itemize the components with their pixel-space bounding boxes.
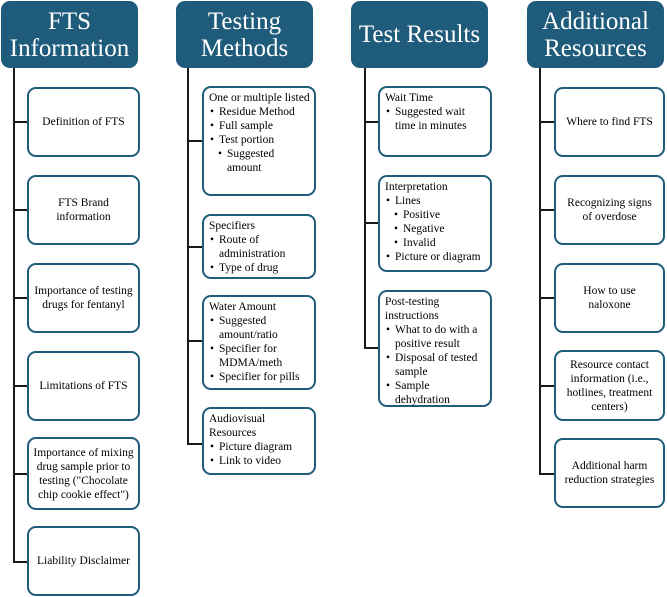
connector-branch	[13, 121, 27, 123]
connector-branch	[539, 297, 554, 299]
list-item: Picture or diagram	[385, 250, 486, 264]
connector-branch	[539, 209, 554, 211]
list-item: Positive	[393, 208, 486, 222]
connector-branch	[364, 121, 378, 123]
fts-item-label: Liability Disclaimer	[37, 555, 130, 567]
header-fts-information: FTS Information	[1, 1, 138, 68]
list-item: Invalid	[393, 236, 486, 250]
results-group-wait-time: Wait Time Suggested wait time in minutes	[378, 86, 492, 157]
connector-branch	[187, 340, 202, 342]
list-item: Type of drug	[209, 261, 310, 275]
list-item: Specifier for MDMA/meth	[209, 342, 310, 370]
connector-branch	[13, 561, 27, 563]
resource-item-label: How to use naloxone	[583, 285, 636, 311]
testing-group-audiovisual: Audiovisual Resources Picture diagram Li…	[202, 407, 316, 475]
list-item: Route of administration	[209, 233, 310, 261]
fts-item-label: Importance of mixing drug sample prior t…	[33, 446, 134, 501]
connector-trunk-results	[364, 68, 366, 348]
resource-item-contact-info: Resource contact information (i.e., hotl…	[554, 350, 665, 421]
resource-item-naloxone: How to use naloxone	[554, 263, 665, 333]
connector-branch	[364, 222, 378, 224]
connector-branch	[539, 473, 554, 475]
testing-group-specifiers: Specifiers Route of administration Type …	[202, 214, 316, 279]
header-additional-resources: Additional Resources	[527, 1, 664, 68]
list-item: Suggested wait time in minutes	[385, 105, 486, 133]
list-item: What to do with a positive result	[385, 323, 486, 351]
group-title: Specifiers	[209, 220, 255, 232]
list-item: Suggested amount/ratio	[209, 314, 310, 342]
list-item: Link to video	[209, 454, 310, 468]
list-item: Residue Method	[209, 105, 310, 119]
fts-item-label: FTS Brand information	[56, 197, 111, 223]
fts-item-label: Limitations of FTS	[39, 380, 128, 392]
resource-item-label: Where to find FTS	[566, 116, 653, 128]
connector-branch	[13, 473, 27, 475]
fts-item-mixing: Importance of mixing drug sample prior t…	[27, 437, 140, 510]
header-test-results: Test Results	[351, 1, 488, 68]
fts-item-liability: Liability Disclaimer	[27, 526, 140, 596]
list-item: Sample dehydration	[385, 379, 486, 407]
list-item: Test portion	[209, 133, 310, 147]
connector-branch	[187, 246, 202, 248]
connector-branch	[13, 297, 27, 299]
results-group-interpretation: Interpretation Lines Positive Negative I…	[378, 175, 492, 272]
group-title: Interpretation	[385, 181, 448, 193]
connector-trunk-testing	[187, 68, 189, 444]
list-item: Lines	[385, 194, 486, 208]
list-item: Specifier for pills	[209, 370, 310, 384]
resource-item-label: Recognizing signs of overdose	[567, 197, 652, 223]
connector-branch	[539, 121, 554, 123]
resource-item-find-fts: Where to find FTS	[554, 87, 665, 157]
resource-item-label: Additional harm reduction strategies	[564, 460, 655, 486]
list-item: Suggested amount	[217, 147, 310, 175]
list-item: Disposal of tested sample	[385, 351, 486, 379]
fts-item-brand: FTS Brand information	[27, 175, 140, 245]
testing-group-methods: One or multiple listed Residue Method Fu…	[202, 86, 316, 196]
connector-branch	[13, 209, 27, 211]
group-title: Water Amount	[209, 301, 277, 313]
resource-item-label: Resource contact information (i.e., hotl…	[566, 358, 653, 413]
fts-item-label: Definition of FTS	[42, 116, 125, 128]
list-item: Full sample	[209, 119, 310, 133]
fts-item-importance: Importance of testing drugs for fentanyl	[27, 263, 140, 333]
connector-branch	[13, 385, 27, 387]
group-title: One or multiple listed	[209, 92, 310, 104]
connector-branch	[364, 347, 378, 349]
header-testing-methods: Testing Methods	[176, 1, 313, 68]
resource-item-harm-reduction: Additional harm reduction strategies	[554, 438, 665, 508]
fts-item-limitations: Limitations of FTS	[27, 351, 140, 421]
fts-item-definition: Definition of FTS	[27, 87, 140, 157]
list-item: Negative	[393, 222, 486, 236]
connector-branch	[187, 443, 202, 445]
group-title: Post-testing instructions	[385, 296, 440, 322]
testing-group-water-amount: Water Amount Suggested amount/ratio Spec…	[202, 295, 316, 390]
list-item: Picture diagram	[209, 440, 310, 454]
results-group-post-testing: Post-testing instructions What to do wit…	[378, 290, 492, 407]
connector-branch	[539, 385, 554, 387]
connector-trunk-resources	[539, 68, 541, 474]
connector-trunk-fts	[13, 68, 15, 562]
resource-item-overdose-signs: Recognizing signs of overdose	[554, 175, 665, 245]
group-title: Audiovisual Resources	[209, 413, 266, 439]
group-title: Wait Time	[385, 92, 433, 104]
fts-item-label: Importance of testing drugs for fentanyl	[34, 285, 133, 311]
connector-branch	[187, 140, 202, 142]
